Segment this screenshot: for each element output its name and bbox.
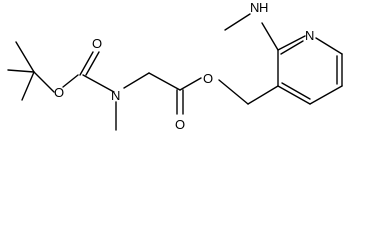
glycine-ester-chain	[115, 72, 279, 131]
bond	[15, 41, 35, 73]
atom-label-boc-carbonyl-oxygen: O	[92, 36, 102, 51]
bond	[82, 74, 115, 93]
bond	[277, 35, 306, 51]
atom-label-pyridine-nitrogen: N	[305, 28, 314, 43]
bond	[179, 77, 202, 91]
amine-nitrogen-symbol: N	[250, 0, 259, 15]
bond	[62, 74, 79, 88]
bond	[247, 85, 279, 105]
bond	[277, 85, 311, 105]
atom-label-boc-ether-oxygen: O	[54, 85, 64, 100]
bond	[309, 85, 343, 105]
methylamino-group	[224, 13, 279, 51]
bond	[79, 51, 94, 76]
bond	[123, 72, 150, 89]
atom-label-ester-oxygen: O	[203, 71, 213, 86]
atom-label-ester-carbonyl-oxygen: O	[175, 117, 185, 132]
bond	[261, 22, 279, 51]
bond	[280, 40, 304, 55]
bond	[85, 51, 100, 76]
bond	[148, 72, 181, 91]
bond	[218, 79, 249, 105]
bond	[33, 71, 55, 93]
bond	[281, 82, 311, 100]
atom-label-amine-nh: N H	[250, 0, 268, 15]
tert-butyl-group	[7, 41, 55, 101]
amine-hydrogen-symbol: H	[259, 0, 268, 15]
bond	[224, 13, 251, 31]
pyridine-ring	[277, 35, 343, 105]
bond	[7, 69, 35, 73]
atom-label-amide-nitrogen: N	[111, 88, 120, 103]
bond	[315, 37, 343, 55]
bond	[21, 71, 35, 101]
chemical-structure-diagram: O O N O O N N H	[7, 0, 343, 132]
boc-carbamate-group	[62, 51, 115, 93]
